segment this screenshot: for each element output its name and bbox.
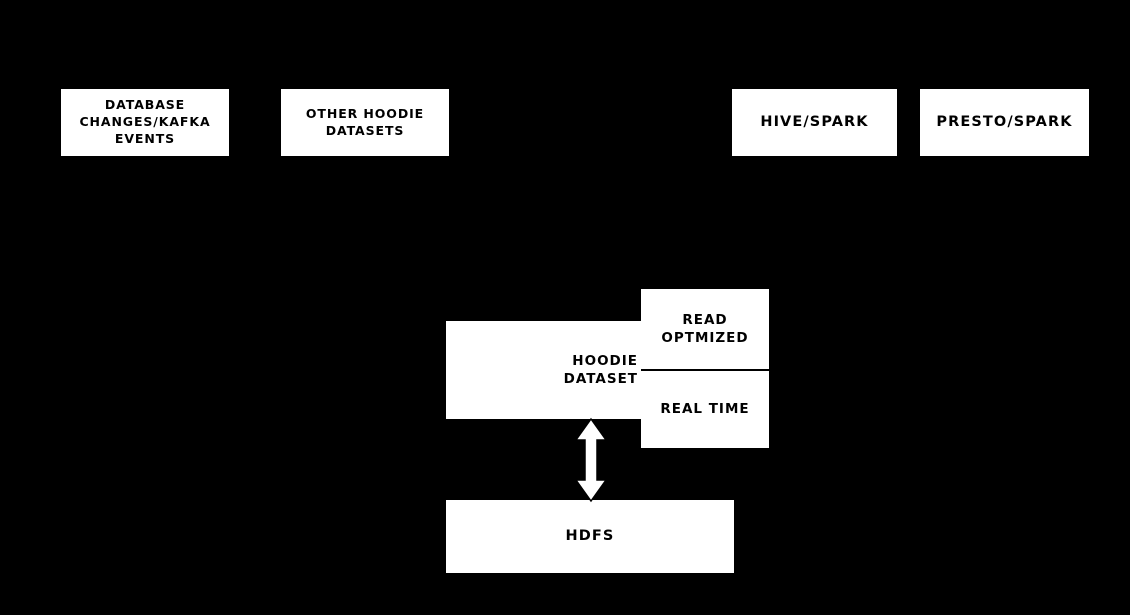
node-real-time-view[interactable]: REAL TIME (641, 371, 769, 448)
node-read-optmized-view-label: READ OPTMIZED (661, 311, 749, 346)
double-headed-vertical-arrow-icon (574, 417, 608, 503)
node-hoodie-dataset[interactable]: HOODIE DATASET (446, 321, 642, 419)
node-hoodie-dataset-label: HOODIE DATASET (563, 352, 638, 387)
node-other-hoodie-datasets[interactable]: OTHER HOODIE DATASETS (281, 89, 449, 156)
node-database-changes[interactable]: DATABASE CHANGES/KAFKA EVENTS (61, 89, 229, 156)
node-hive-spark-label: HIVE/SPARK (760, 113, 869, 130)
node-read-optmized-view[interactable]: READ OPTMIZED (641, 289, 769, 371)
node-database-changes-label: DATABASE CHANGES/KAFKA EVENTS (79, 97, 211, 146)
node-presto-spark-label: PRESTO/SPARK (936, 113, 1073, 130)
node-other-hoodie-datasets-label: OTHER HOODIE DATASETS (305, 105, 425, 138)
node-presto-spark[interactable]: PRESTO/SPARK (920, 89, 1089, 156)
node-hdfs-label: HDFS (565, 527, 615, 544)
node-real-time-view-label: REAL TIME (660, 401, 750, 418)
node-hive-spark[interactable]: HIVE/SPARK (732, 89, 897, 156)
node-hdfs[interactable]: HDFS (446, 500, 734, 573)
